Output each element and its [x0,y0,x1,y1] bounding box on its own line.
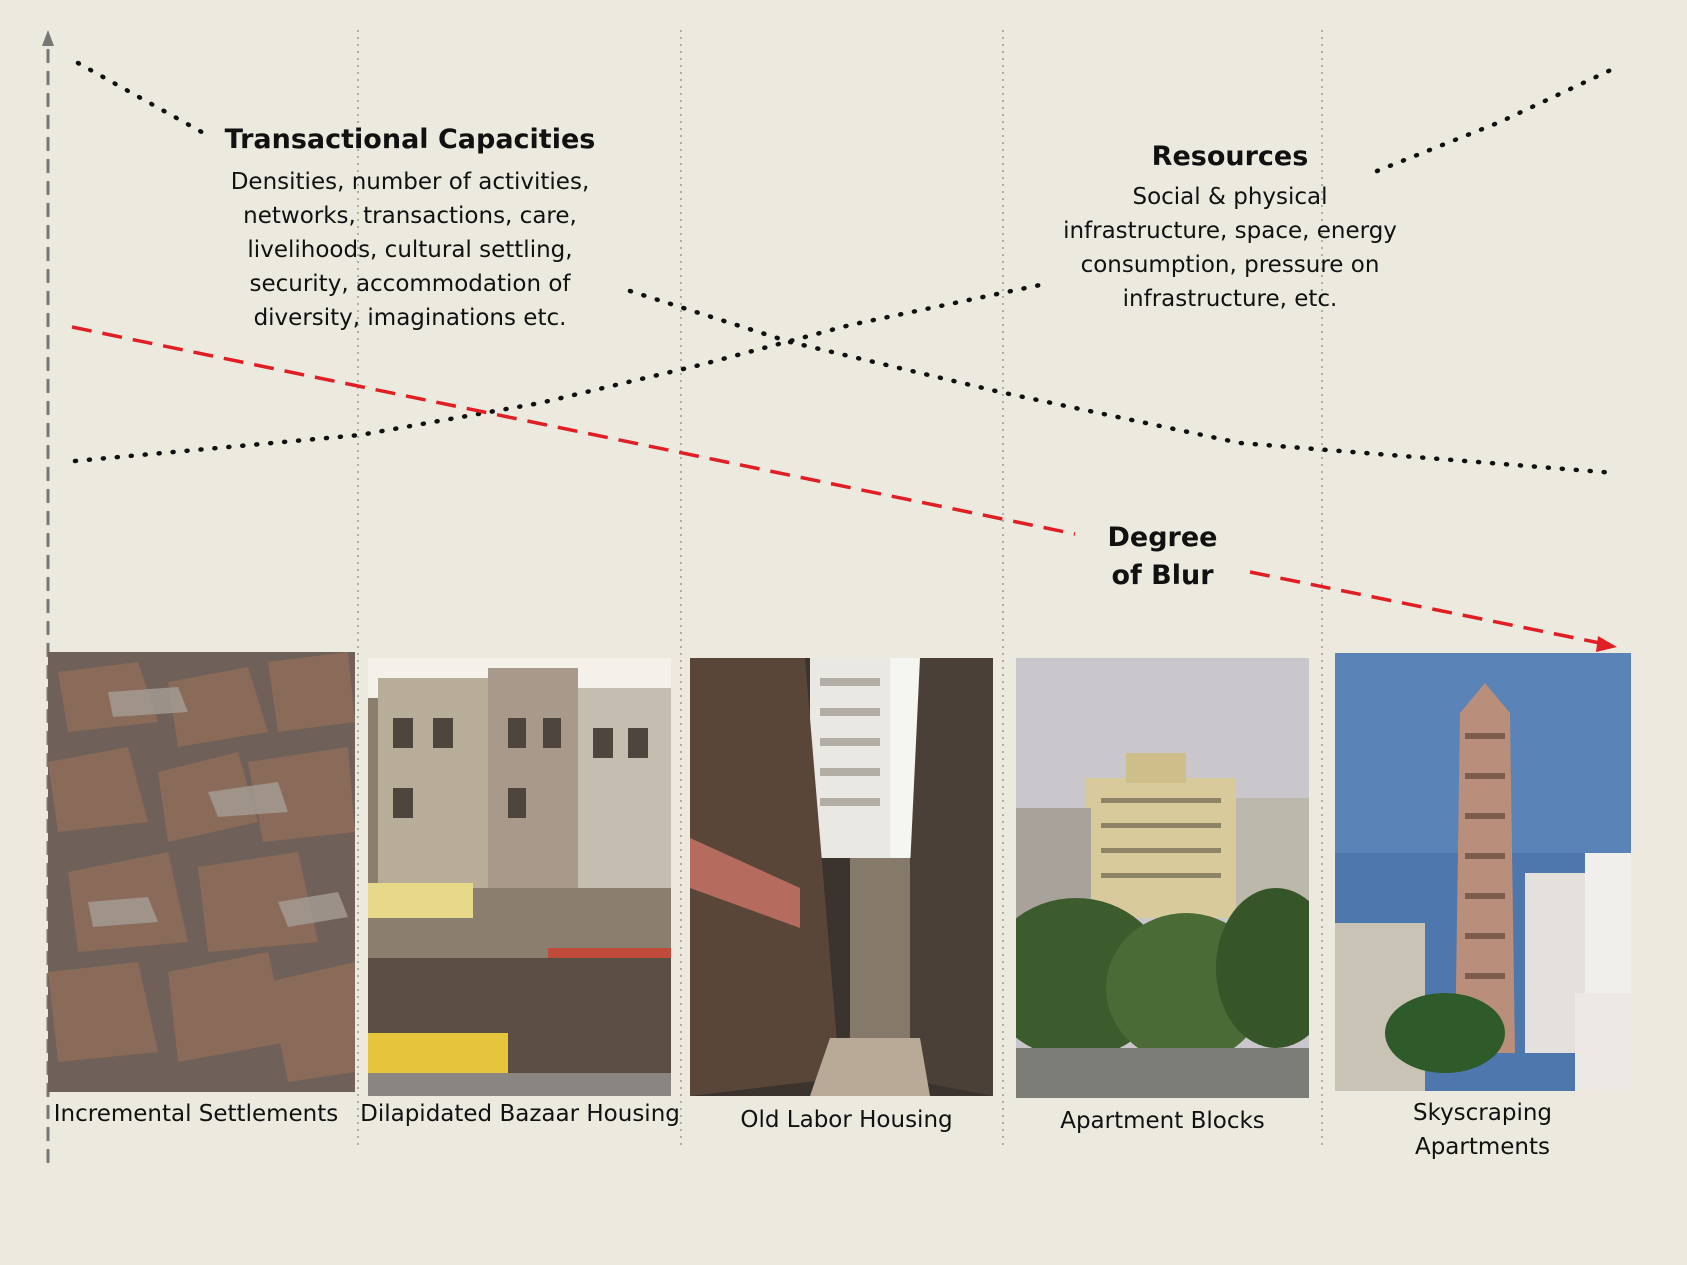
transactional-description: Densities, number of activities, network… [230,169,590,331]
photo-old-labor-housing [690,658,993,1096]
transactional-heading: Transactional Capacities [224,124,596,155]
photo-skyscraping-apartments [1335,653,1631,1091]
transactional-capacity-line [75,60,210,138]
resources-line [1374,65,1618,174]
degree-of-blur-arrowhead [1596,636,1617,652]
caption-apartment-blocks: Apartment Blocks [1060,1108,1265,1134]
caption-dilapidated-bazaar-housing: Dilapidated Bazaar Housing [360,1101,680,1127]
resources-heading: Resources [1151,141,1309,172]
transactional-capacity-line [627,288,1618,476]
resources-description: Social & physical infrastructure, space,… [1063,184,1397,312]
caption-old-labor-housing: Old Labor Housing [740,1107,953,1133]
resources-label: Resources Social & physical infrastructu… [1030,141,1430,316]
axis-arrowhead [42,30,54,46]
transactional-label: Transactional Capacities Densities, numb… [205,124,615,335]
degree-of-blur-line [1249,570,1601,645]
caption-skyscraping-apartments: Skyscraping Apartments [1412,1100,1553,1160]
photo-apartment-blocks [1016,658,1309,1098]
photo-incremental-settlements [48,652,355,1092]
caption-incremental-settlements: Incremental Settlements [53,1101,339,1127]
photo-dilapidated-bazaar-housing [368,658,671,1096]
degree-of-blur-line [71,325,1076,536]
degree-of-blur-label: Degree of Blur [1107,522,1218,591]
resources-line [72,282,1043,464]
